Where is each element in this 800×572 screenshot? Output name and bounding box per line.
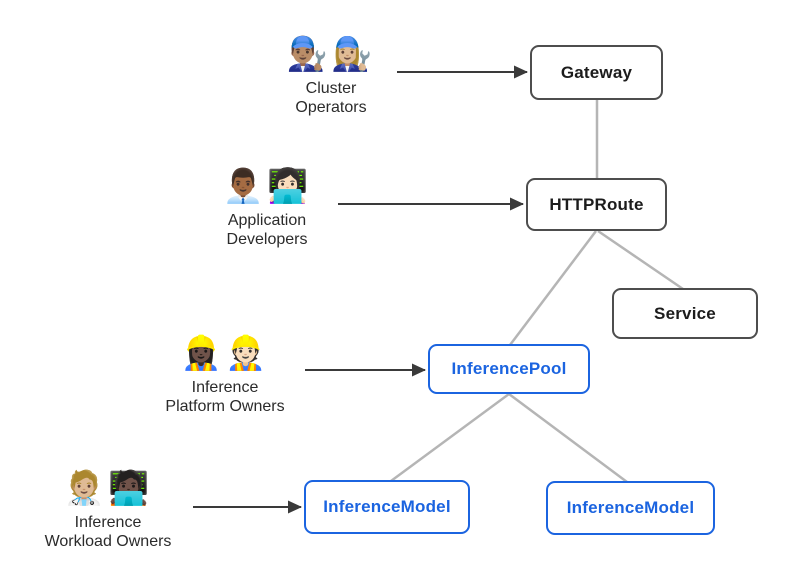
actor-label: Inference <box>74 514 142 531</box>
edge-inferencepool-inferencemodel-right <box>508 392 628 484</box>
node-service: Service <box>612 288 758 339</box>
node-inferencemodel-left: InferenceModel <box>304 480 470 534</box>
actor-label: Application <box>227 212 307 229</box>
actor-inference-workload-owners: 🧑🏼‍⚕️🧑🏿‍💻 Inference Workload Owners <box>8 468 208 551</box>
inference-platform-owners-people-icon: 👷🏿‍♀️👷🏻 <box>180 334 270 371</box>
node-inferencemodel-right: InferenceModel <box>546 481 715 535</box>
node-inferencepool: InferencePool <box>428 344 590 394</box>
node-gateway: Gateway <box>530 45 663 100</box>
actor-label: Workload Owners <box>44 533 172 550</box>
edge-httproute-inferencepool <box>509 230 597 346</box>
actor-inference-platform-owners: 👷🏿‍♀️👷🏻 Inference Platform Owners <box>125 333 325 416</box>
edge-httproute-service <box>597 229 684 291</box>
actor-label: Developers <box>226 231 308 248</box>
cluster-operators-people-icon: 👨🏽‍🔧👩🏼‍🔧 <box>286 35 376 72</box>
inference-workload-owners-people-icon: 🧑🏼‍⚕️🧑🏿‍💻 <box>63 469 153 506</box>
edge-inferencepool-inferencemodel-left <box>390 392 510 483</box>
node-httproute: HTTPRoute <box>526 178 667 231</box>
actor-label: Platform Owners <box>165 398 285 415</box>
actor-label: Inference <box>191 379 259 396</box>
actor-label: Cluster <box>305 80 357 97</box>
actor-cluster-operators: 👨🏽‍🔧👩🏼‍🔧 Cluster Operators <box>251 34 411 117</box>
application-developers-people-icon: 👨🏾‍💼👩🏻‍💻 <box>222 167 312 204</box>
actor-label: Operators <box>295 99 367 116</box>
actor-application-developers: 👨🏾‍💼👩🏻‍💻 Application Developers <box>187 166 347 249</box>
